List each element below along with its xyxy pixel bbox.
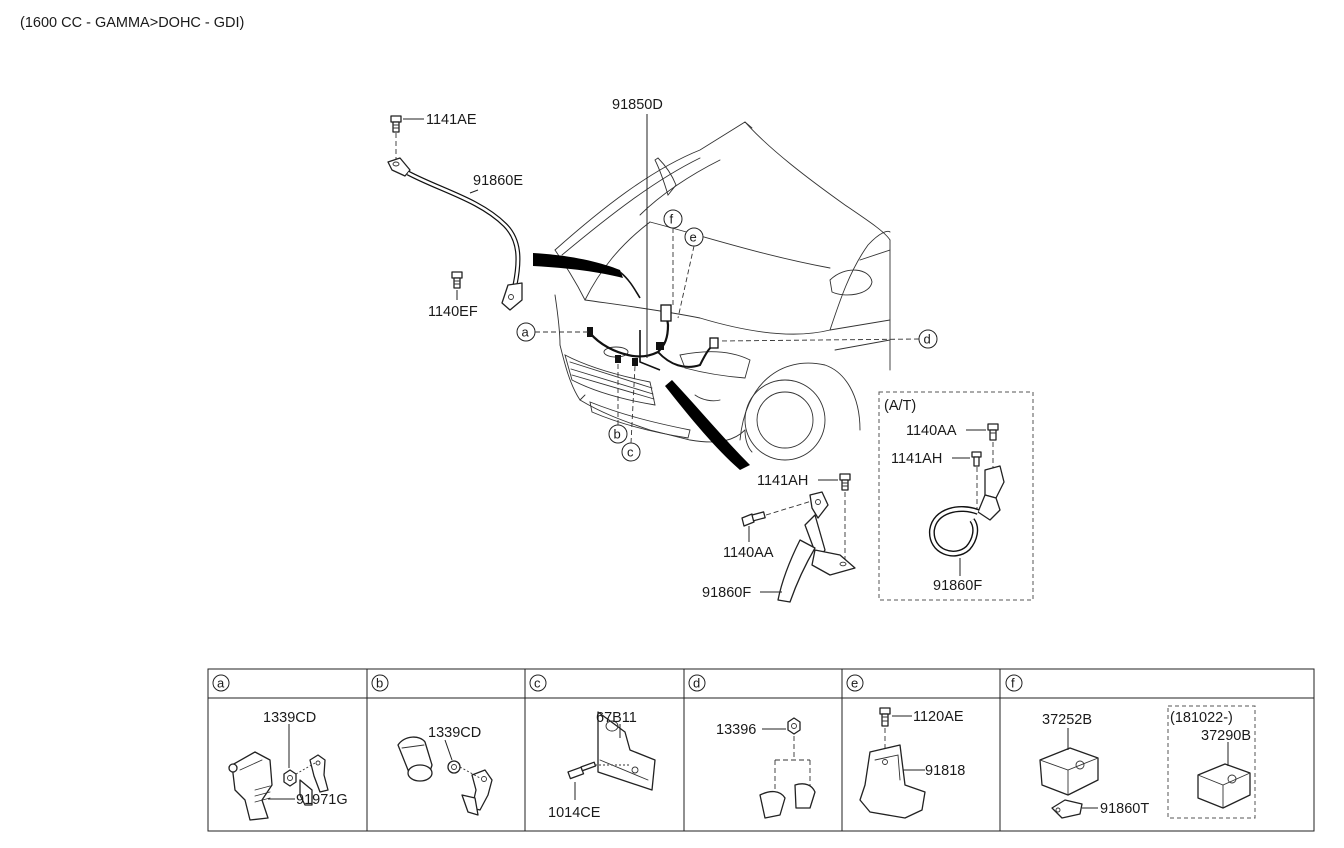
table-header-c: c <box>534 676 541 691</box>
cell-d-parts <box>759 717 816 819</box>
label-1141AE: 1141AE <box>426 112 477 128</box>
engine-spec-title: (1600 CC - GAMMA>DOHC - GDI) <box>20 15 244 31</box>
detail-table <box>207 668 1315 832</box>
at-variant-box <box>878 391 1034 601</box>
cell-c-parts <box>567 711 656 800</box>
f-label-37290B: 37290B <box>1201 728 1251 744</box>
b-label-1339CD: 1339CD <box>428 725 481 741</box>
f-label-37252B: 37252B <box>1042 712 1092 728</box>
car-illustration <box>554 121 891 461</box>
cell-a-parts <box>228 724 329 821</box>
at-label-1141AH: 1141AH <box>891 451 942 467</box>
at-label-91860F: 91860F <box>933 578 982 594</box>
at-box-title: (A/T) <box>884 398 916 414</box>
cell-f-parts <box>1039 705 1256 819</box>
table-header-a: a <box>217 676 225 691</box>
a-label-91971G: 91971G <box>296 792 348 808</box>
battery-cable-91860E <box>387 115 523 311</box>
callout-f: f <box>670 212 674 227</box>
label-1140AA: 1140AA <box>723 545 774 561</box>
harness-swoosh-right <box>665 380 750 470</box>
label-1140EF: 1140EF <box>428 304 478 320</box>
cell-e-parts <box>859 707 926 819</box>
harness-swoosh-left <box>533 253 623 278</box>
callout-d: d <box>924 332 931 347</box>
f-label-91860T: 91860T <box>1100 801 1149 817</box>
label-91860F: 91860F <box>702 585 751 601</box>
ground-strap-91860F <box>741 473 856 603</box>
e-label-1120AE: 1120AE <box>913 709 964 725</box>
cell-b-parts <box>397 736 493 816</box>
label-1141AH: 1141AH <box>757 473 808 489</box>
c-label-67B11: 67B11 <box>596 710 637 726</box>
label-91860E: 91860E <box>473 173 523 189</box>
table-header-e: e <box>851 676 858 691</box>
label-91850D: 91850D <box>612 97 663 113</box>
callout-e: e <box>690 230 697 245</box>
front-wiring-harness <box>587 271 719 371</box>
at-label-1140AA: 1140AA <box>906 423 957 439</box>
c-label-1014CE: 1014CE <box>548 805 601 821</box>
table-header-b: b <box>376 676 383 691</box>
table-header-f: f <box>1011 676 1015 691</box>
at-ground-strap <box>928 423 1005 576</box>
callout-b: b <box>614 427 621 442</box>
callout-c: c <box>627 445 634 460</box>
e-label-91818: 91818 <box>925 763 965 779</box>
d-label-13396: 13396 <box>716 722 756 738</box>
f-subbox-title: (181022-) <box>1170 710 1233 726</box>
a-label-1339CD: 1339CD <box>263 710 316 726</box>
table-header-d: d <box>693 676 700 691</box>
callout-a: a <box>522 325 530 340</box>
table-headers: a b c d e f <box>212 674 1023 692</box>
